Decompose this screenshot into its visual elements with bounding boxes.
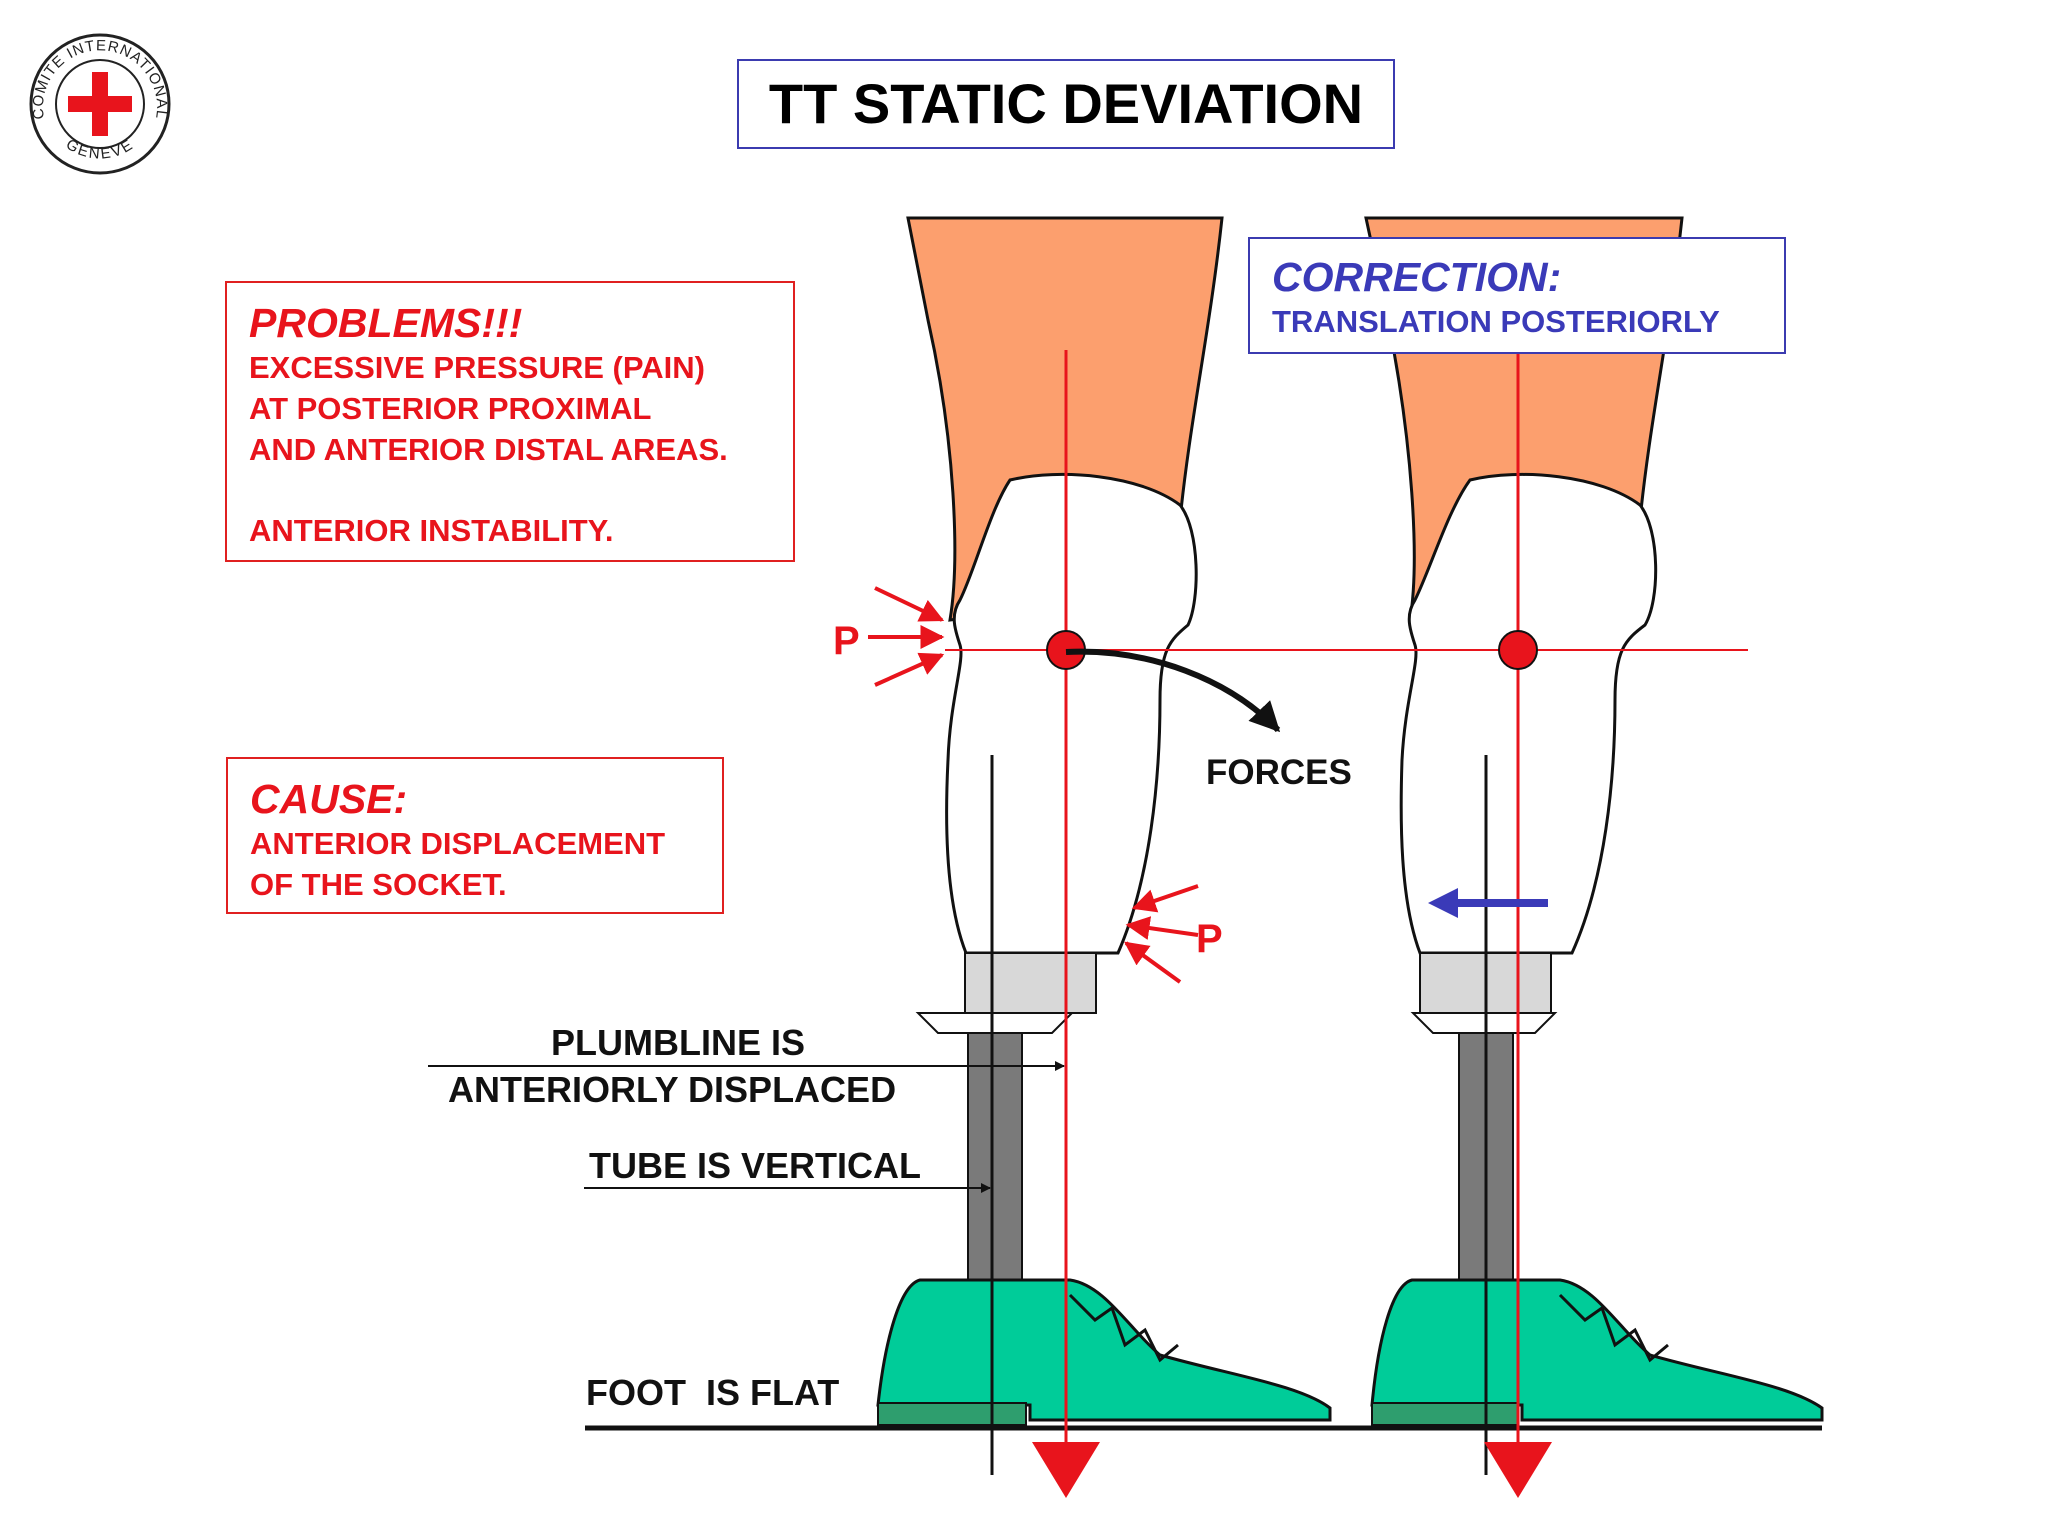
problems-line-3: AND ANTERIOR DISTAL AREAS.: [249, 432, 728, 467]
pressure-marker-distal: P: [1196, 917, 1223, 961]
icrc-logo: COMITE INTERNATIONAL GENEVE: [29, 33, 171, 175]
right-plumbline-arrowhead: [1484, 1442, 1552, 1498]
cause-line-1: ANTERIOR DISPLACEMENT: [250, 826, 666, 861]
left-adapter: [964, 952, 1097, 1014]
right-shoe: [1370, 1278, 1824, 1422]
plumbline-label-2: ANTERIORLY DISPLACED: [448, 1069, 897, 1110]
correction-heading: CORRECTION:: [1272, 254, 1562, 300]
problems-line-4: ANTERIOR INSTABILITY.: [249, 513, 614, 548]
correction-box: CORRECTION: TRANSLATION POSTERIORLY: [1248, 237, 1786, 354]
correction-arrowhead: [1428, 888, 1458, 918]
cause-box: CAUSE: ANTERIOR DISPLACEMENT OF THE SOCK…: [226, 757, 724, 914]
left-pylon: [967, 1032, 1023, 1284]
forces-arrow: [1065, 648, 1281, 733]
cause-line-2: OF THE SOCKET.: [250, 867, 507, 902]
plumbline-label-1: PLUMBLINE IS: [551, 1022, 806, 1063]
right-pyramid: [1410, 1012, 1558, 1034]
proximal-pressure-arrows: [868, 586, 945, 687]
problems-heading: PROBLEMS!!!: [249, 300, 523, 346]
right-shoe-laces: [1558, 1293, 1669, 1363]
distal-pressure-arrows: [1124, 884, 1199, 984]
right-leg: [1364, 216, 1824, 1426]
left-pyramid: [915, 1012, 1075, 1034]
red-cross-icon: [68, 72, 132, 136]
cause-heading: CAUSE:: [250, 776, 408, 822]
problems-line-2: AT POSTERIOR PROXIMAL: [249, 391, 652, 426]
page-title: TT STATIC DEVIATION: [768, 72, 1364, 135]
right-shoe-heel: [1371, 1402, 1519, 1426]
correction-text: TRANSLATION POSTERIORLY: [1272, 304, 1720, 339]
left-leg: [876, 216, 1332, 1426]
forces-label: FORCES: [1206, 753, 1352, 792]
foot-label: FOOT IS FLAT: [586, 1372, 840, 1413]
title-box: TT STATIC DEVIATION: [737, 59, 1395, 149]
left-shoe-laces: [1068, 1293, 1179, 1363]
left-shoe-heel: [877, 1402, 1027, 1426]
problems-line-1: EXCESSIVE PRESSURE (PAIN): [249, 350, 705, 385]
problems-box: PROBLEMS!!! EXCESSIVE PRESSURE (PAIN) AT…: [225, 281, 795, 562]
tube-label: TUBE IS VERTICAL: [589, 1145, 922, 1186]
pressure-marker-proximal: P: [833, 619, 860, 663]
left-socket: [945, 472, 1198, 955]
left-plumbline-arrowhead: [1032, 1442, 1100, 1498]
left-shoe: [876, 1278, 1332, 1422]
right-socket: [1399, 472, 1658, 955]
right-knee-center: [1498, 630, 1538, 670]
